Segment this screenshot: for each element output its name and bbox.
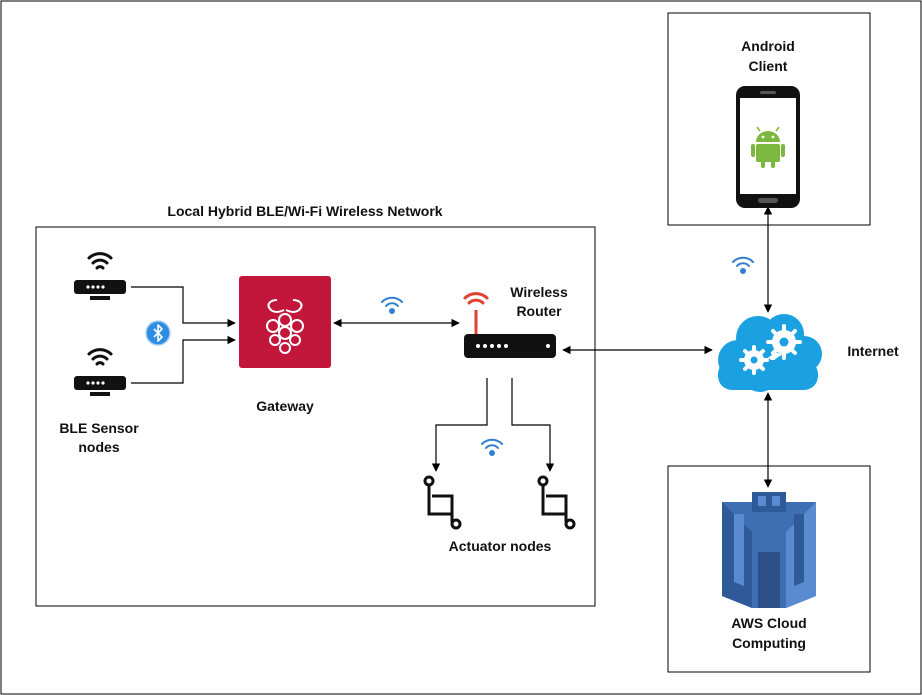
- wifi-icon-gateway-link: [381, 296, 403, 314]
- ble-sensor-label-line2: nodes: [78, 439, 120, 455]
- local-network-title: Local Hybrid BLE/Wi-Fi Wireless Network: [167, 203, 443, 219]
- cloud-gears-icon: [718, 314, 822, 392]
- ble-sensor-node-2: [74, 348, 126, 396]
- edge-sensor2-gateway: [131, 335, 236, 384]
- actuator-node-2: [537, 475, 576, 530]
- android-phone-icon: [736, 86, 800, 208]
- ble-sensor-node-1: [74, 252, 126, 300]
- raspberry-pi-icon: [239, 276, 331, 368]
- wifi-icon: [87, 252, 113, 270]
- aws-label-line1: AWS Cloud: [731, 615, 807, 631]
- aws-label-line2: Computing: [732, 635, 806, 651]
- gateway-label: Gateway: [256, 398, 314, 414]
- android-client-label-line2: Client: [748, 58, 788, 74]
- actuator-label: Actuator nodes: [448, 538, 552, 554]
- edge-router-actuator1: [431, 378, 488, 472]
- edge-router-actuator2: [511, 378, 555, 472]
- ble-sensor-label-line1: BLE Sensor: [59, 420, 139, 436]
- wifi-icon: [87, 348, 113, 366]
- bluetooth-icon: [145, 320, 171, 346]
- local-network-frame: [35, 226, 596, 607]
- wifi-icon-actuator-link: [481, 438, 503, 456]
- wifi-router-icon: [463, 292, 556, 358]
- aws-castle-icon: [722, 492, 816, 608]
- android-client-label-line1: Android: [741, 38, 795, 54]
- router-label-line2: Router: [516, 303, 562, 319]
- wifi-icon-phone-link: [732, 256, 754, 274]
- router-label-line1: Wireless: [510, 284, 568, 300]
- android-logo-icon: [751, 126, 785, 168]
- internet-label: Internet: [847, 343, 899, 359]
- edge-sensor1-gateway: [131, 286, 236, 328]
- actuator-node-1: [423, 475, 462, 530]
